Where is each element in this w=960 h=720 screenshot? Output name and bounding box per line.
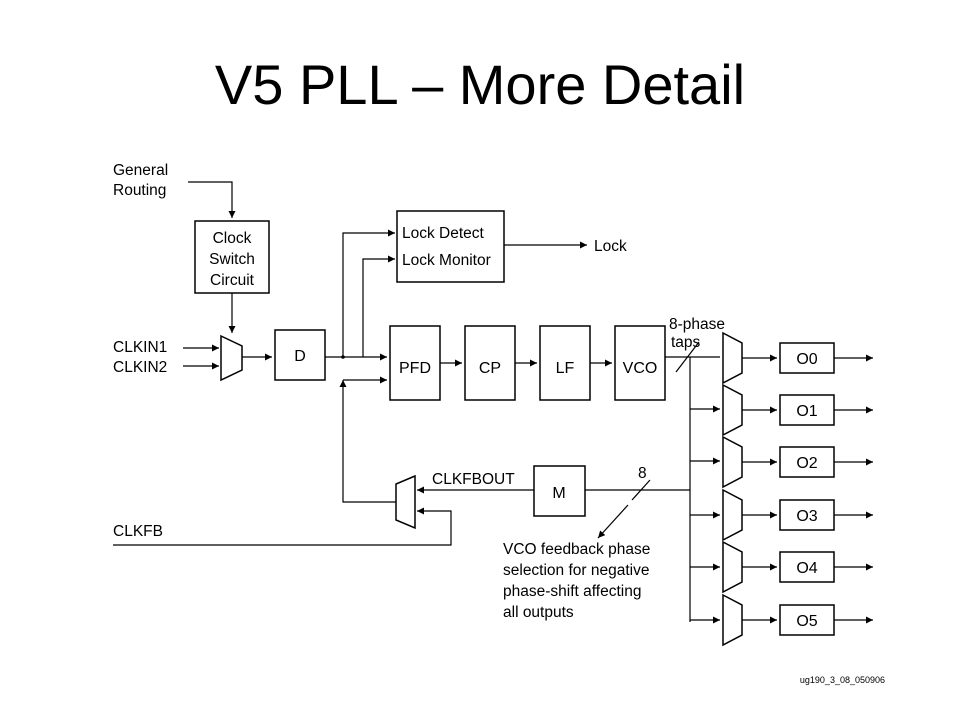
- output-mux-3: [722, 488, 743, 542]
- o5-block: [779, 604, 835, 636]
- clock-switch-label-line3: Circuit: [210, 272, 255, 289]
- clkfb-label: CLKFB: [113, 523, 163, 540]
- o3-block: [779, 499, 835, 531]
- o0-label: O0: [796, 351, 817, 368]
- feedback-bus-width-label: 8: [638, 465, 647, 482]
- clock-switch-label-line1: Clock: [213, 230, 252, 247]
- clkin2-label: CLKIN2: [113, 359, 167, 376]
- annotation-line1: VCO feedback phase: [503, 541, 650, 558]
- clock-switch-circuit-block: [194, 220, 270, 294]
- output-mux-1: [722, 383, 743, 437]
- o2-label: O2: [796, 455, 817, 472]
- feedback-bus-slash: [631, 479, 651, 501]
- output-mux-2: [722, 435, 743, 489]
- input-mux: [220, 334, 243, 382]
- feedback-mux: [395, 474, 416, 530]
- lock-label: Lock: [594, 238, 627, 255]
- annotation-line2: selection for negative: [503, 562, 649, 579]
- m-divider-block: [533, 465, 586, 517]
- general-routing-label-line1: General: [113, 162, 168, 179]
- o1-label: O1: [796, 403, 817, 420]
- lf-block: [539, 325, 591, 401]
- tap-bus-slash: [675, 341, 700, 373]
- cp-block: [464, 325, 516, 401]
- clkfb-wire: [113, 507, 452, 546]
- lock-detect-label: Lock Detect: [402, 225, 485, 242]
- taps-label-line1: 8-phase: [669, 316, 725, 333]
- general-routing-wire: [188, 181, 236, 218]
- vco-block: [614, 325, 666, 401]
- pfd-block: [389, 325, 441, 401]
- clkin1-label: CLKIN1: [113, 339, 167, 356]
- d-label: D: [294, 348, 306, 365]
- m-label: M: [552, 485, 565, 502]
- annotation-arrow: [597, 504, 629, 539]
- annotation-line3: phase-shift affecting: [503, 583, 641, 600]
- annotation-line4: all outputs: [503, 604, 574, 621]
- o4-label: O4: [796, 560, 817, 577]
- pfd-label: PFD: [399, 360, 431, 377]
- lock-detect-monitor-block: [396, 210, 505, 283]
- general-routing-label-line2: Routing: [113, 182, 166, 199]
- output-mux-5: [722, 593, 743, 647]
- clkfbout-label: CLKFBOUT: [432, 471, 515, 488]
- o3-label: O3: [796, 508, 817, 525]
- figure-id-label: ug190_3_08_050906: [800, 675, 885, 685]
- d-divider-block: [274, 329, 326, 381]
- d-to-lock-detect-wire: [342, 229, 395, 357]
- clock-switch-label-line2: Switch: [209, 251, 255, 268]
- o5-label: O5: [796, 613, 817, 630]
- cp-label: CP: [479, 360, 501, 377]
- o1-block: [779, 394, 835, 426]
- output-mux-0: [722, 331, 743, 385]
- taps-label-line2: taps: [671, 334, 701, 351]
- lock-monitor-label: Lock Monitor: [402, 252, 491, 269]
- o0-block: [779, 342, 835, 374]
- slide-title: V5 PLL – More Detail: [214, 53, 746, 116]
- junction-dot: [341, 355, 345, 359]
- vco-label: VCO: [623, 360, 658, 377]
- feedback-to-lock-monitor-wire: [362, 255, 395, 357]
- feedback-to-pfd-wire: [339, 380, 396, 503]
- output-mux-4: [722, 540, 743, 594]
- lf-label: LF: [556, 360, 575, 377]
